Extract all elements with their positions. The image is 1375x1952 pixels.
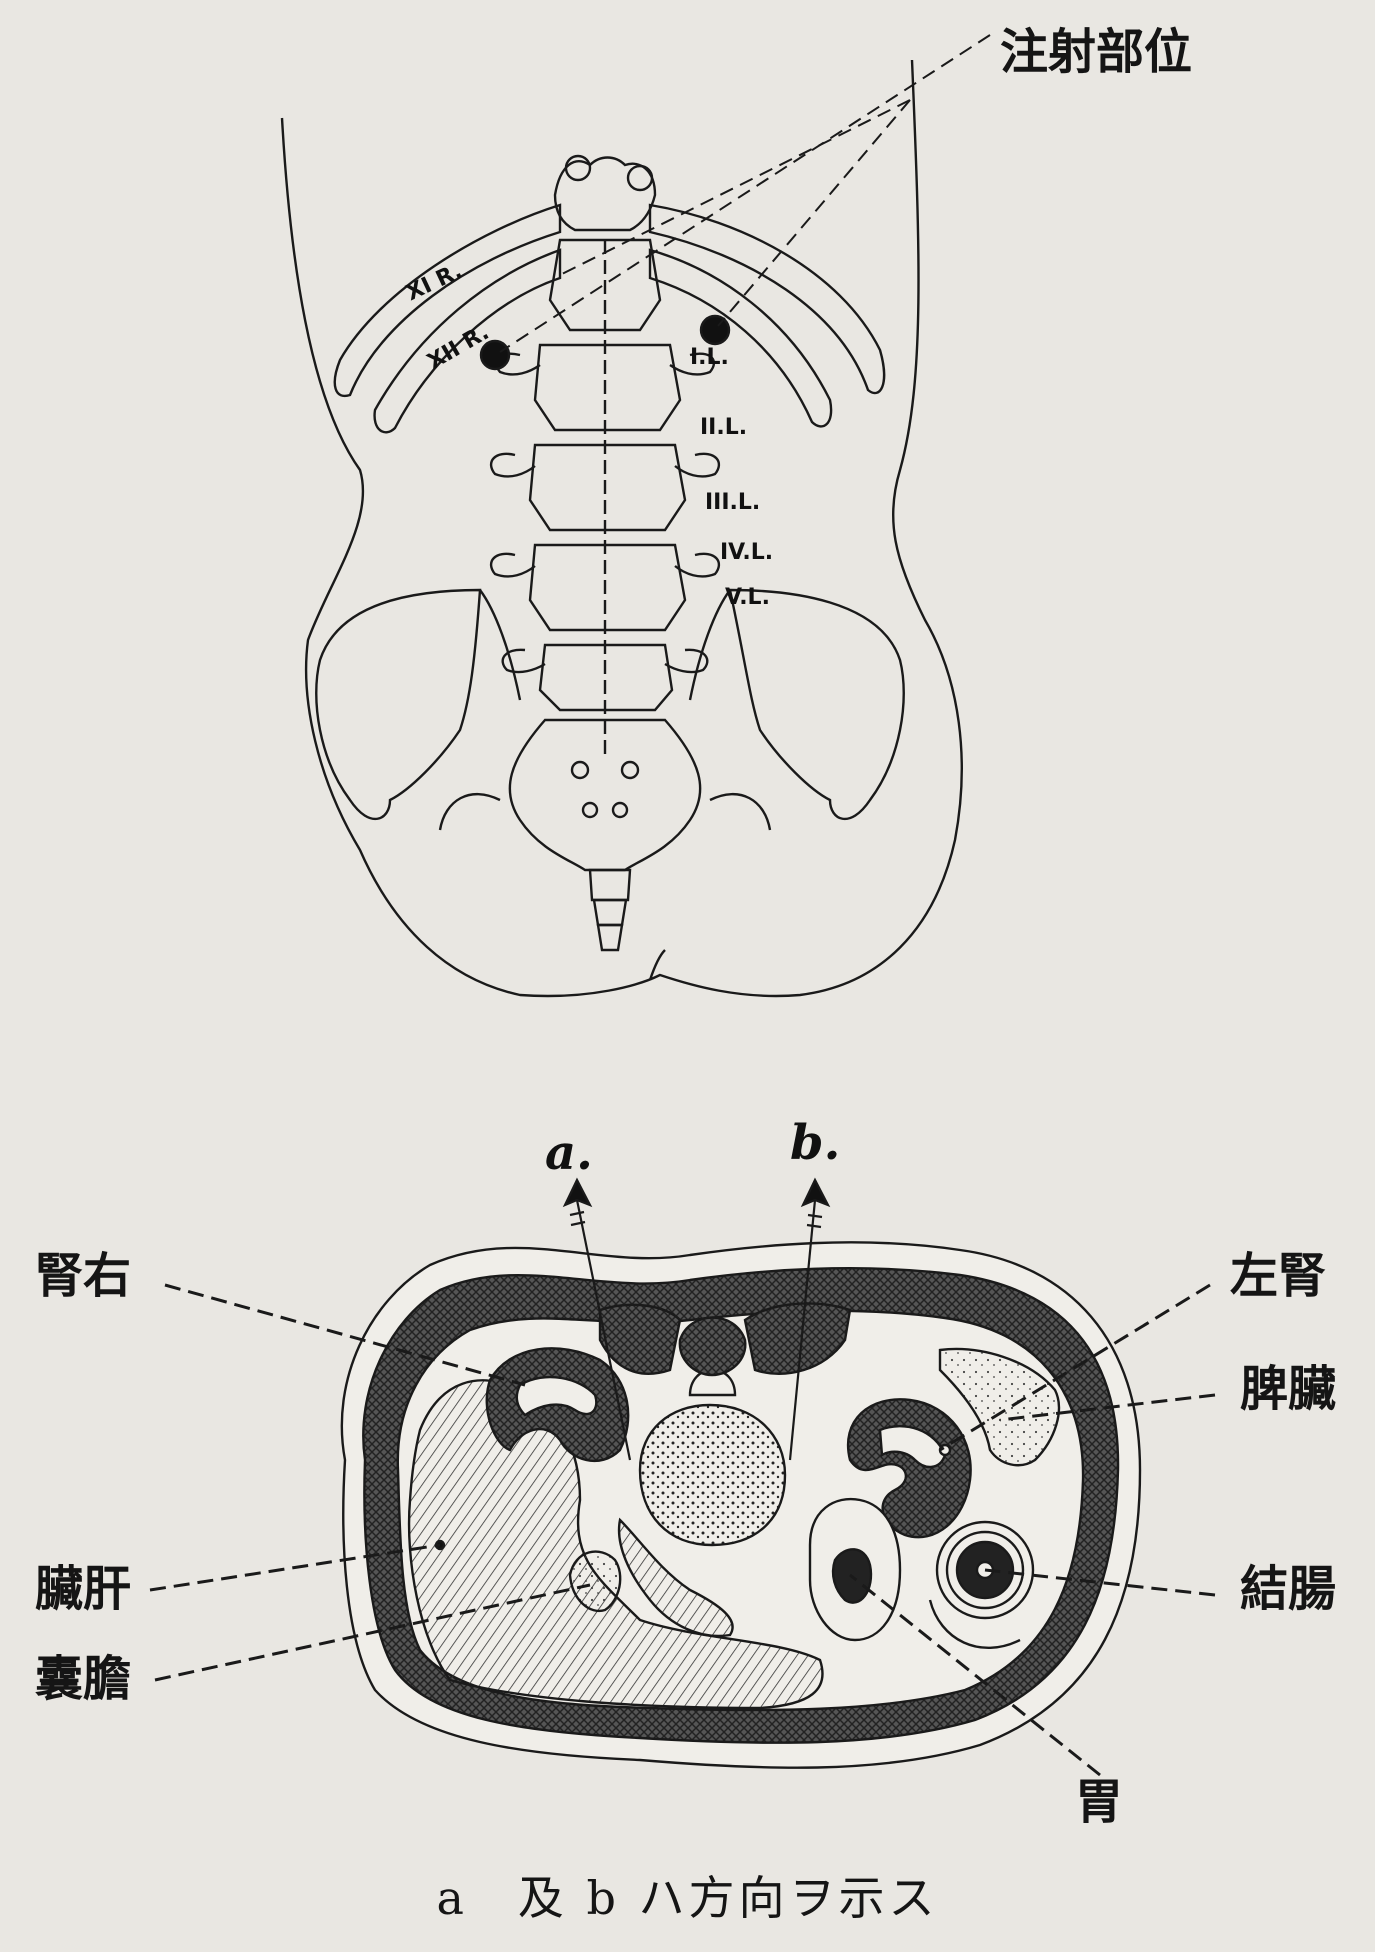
vertebra-label-2: II.L.	[700, 415, 747, 440]
iliac-right	[316, 590, 480, 819]
label-arrow-a: a.	[545, 1125, 593, 1181]
label-left-kidney: 左腎	[1230, 1252, 1326, 1300]
label-arrow-b: b.	[790, 1115, 840, 1171]
spinous-process	[680, 1318, 745, 1376]
vertebra-label-5: V.L.	[725, 585, 770, 610]
vertebra-label-1: I.L.	[690, 345, 729, 370]
label-injection-site: 注射部位	[1000, 28, 1192, 76]
vertebra-label-4: IV.L.	[720, 540, 773, 565]
vertebral-body	[640, 1405, 785, 1545]
back-view-drawing	[282, 35, 990, 996]
torso-outline	[282, 60, 962, 996]
label-colon: 結腸	[1240, 1565, 1336, 1613]
iliac-left	[730, 590, 904, 819]
label-liver: 臟肝	[35, 1565, 131, 1613]
cross-section-drawing	[150, 1180, 1215, 1775]
label-right-kidney: 腎右	[35, 1252, 131, 1300]
coccyx	[590, 870, 630, 900]
rib-12-left	[650, 250, 831, 426]
lumbar-vertebrae	[491, 240, 719, 760]
label-stomach: 胃	[1075, 1778, 1123, 1826]
label-spleen: 脾臟	[1240, 1365, 1336, 1413]
injection-point-left	[701, 316, 729, 344]
label-gallbladder: 囊膽	[35, 1655, 131, 1703]
vertebra-label-3: III.L.	[705, 490, 760, 515]
figure-caption: a 及 b ハ方向ヲ示ス	[0, 1862, 1375, 1928]
leader-injection-2	[718, 100, 910, 326]
